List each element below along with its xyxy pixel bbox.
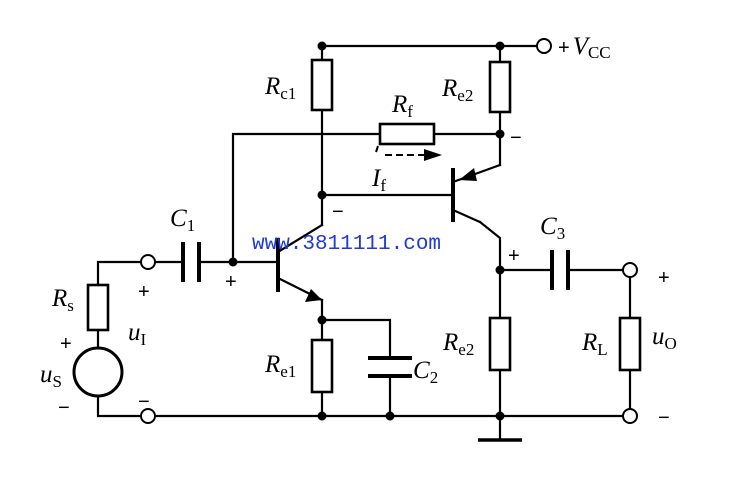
node-output: [495, 265, 505, 275]
polarity-uo-minus: −: [658, 407, 670, 429]
wire-feedback: [231, 132, 502, 264]
polarity-output-plus: +: [508, 245, 520, 267]
capacitor-c1: [181, 242, 201, 282]
resistor-re1: [310, 338, 334, 394]
q2-collector-lead: [451, 208, 482, 224]
resistor-re2-bottom: [488, 316, 512, 372]
node-top-left: [317, 41, 327, 51]
node-gnd-2: [385, 411, 395, 421]
terminal-vcc: [536, 38, 552, 54]
wire-source-loop: [96, 260, 143, 418]
resistor-rs: [86, 283, 110, 332]
label-c3: C3: [540, 213, 565, 243]
label-re2-bottom: Re2: [442, 329, 474, 359]
polarity-input-minus: −: [138, 391, 150, 413]
capacitor-c2: [368, 356, 412, 378]
node-top-right: [495, 41, 505, 51]
node-rf-right: [495, 129, 505, 139]
wire-q2-collector: [478, 220, 502, 272]
watermark: www.3811111.com: [252, 233, 441, 256]
polarity-uo-plus: +: [658, 267, 670, 289]
q2-emitter-arrow: [459, 168, 477, 181]
resistor-re2-top: [488, 60, 512, 114]
terminal-output-minus: [622, 408, 638, 424]
q1-emitter-arrow: [305, 289, 322, 302]
polarity-source-plus: +: [60, 333, 72, 355]
node-gnd-3: [495, 411, 505, 421]
label-rs: Rs: [51, 285, 74, 315]
polarity-q1c-minus: −: [332, 201, 344, 223]
capacitor-c3: [550, 250, 570, 290]
node-q1-base: [228, 257, 238, 267]
label-re1: Re1: [264, 351, 296, 381]
node-q1-collector: [317, 190, 327, 200]
wire-c2-branch: [320, 318, 392, 418]
polarity-rf-minus: −: [510, 127, 522, 149]
label-rl: RL: [581, 329, 608, 359]
polarity-base-plus: +: [225, 271, 237, 293]
node-q1-emitter: [317, 315, 327, 325]
transistor-q2: [451, 163, 502, 224]
terminal-output-plus: [622, 262, 638, 278]
polarity-input-plus: +: [138, 281, 150, 303]
terminal-input-minus: [140, 408, 156, 424]
resistor-rc1: [310, 58, 334, 112]
node-gnd-1: [317, 411, 327, 421]
resistor-rf: [378, 122, 436, 146]
resistor-rl: [618, 316, 642, 372]
label-uo: uO: [652, 323, 677, 353]
junction-nodes: [228, 41, 505, 421]
label-if: If: [371, 165, 386, 195]
label-rc1: Rc1: [264, 73, 296, 103]
label-vcc: +VCC: [558, 33, 611, 62]
label-rf: Rf: [391, 91, 413, 121]
feedback-current-arrow: [385, 149, 442, 161]
polarity-source-minus: −: [58, 397, 70, 419]
label-c2: C2: [413, 357, 438, 387]
voltage-source-us: [72, 346, 124, 398]
label-c1: C1: [170, 205, 195, 235]
transistor-q1: [276, 223, 324, 302]
label-ui: uI: [128, 319, 147, 349]
label-us: uS: [40, 361, 62, 391]
wires: [96, 44, 632, 442]
if-dot: [375, 145, 379, 153]
terminal-input-plus: [140, 254, 156, 270]
label-re2-top: Re2: [441, 75, 473, 105]
q1-collector-lead: [276, 223, 324, 254]
